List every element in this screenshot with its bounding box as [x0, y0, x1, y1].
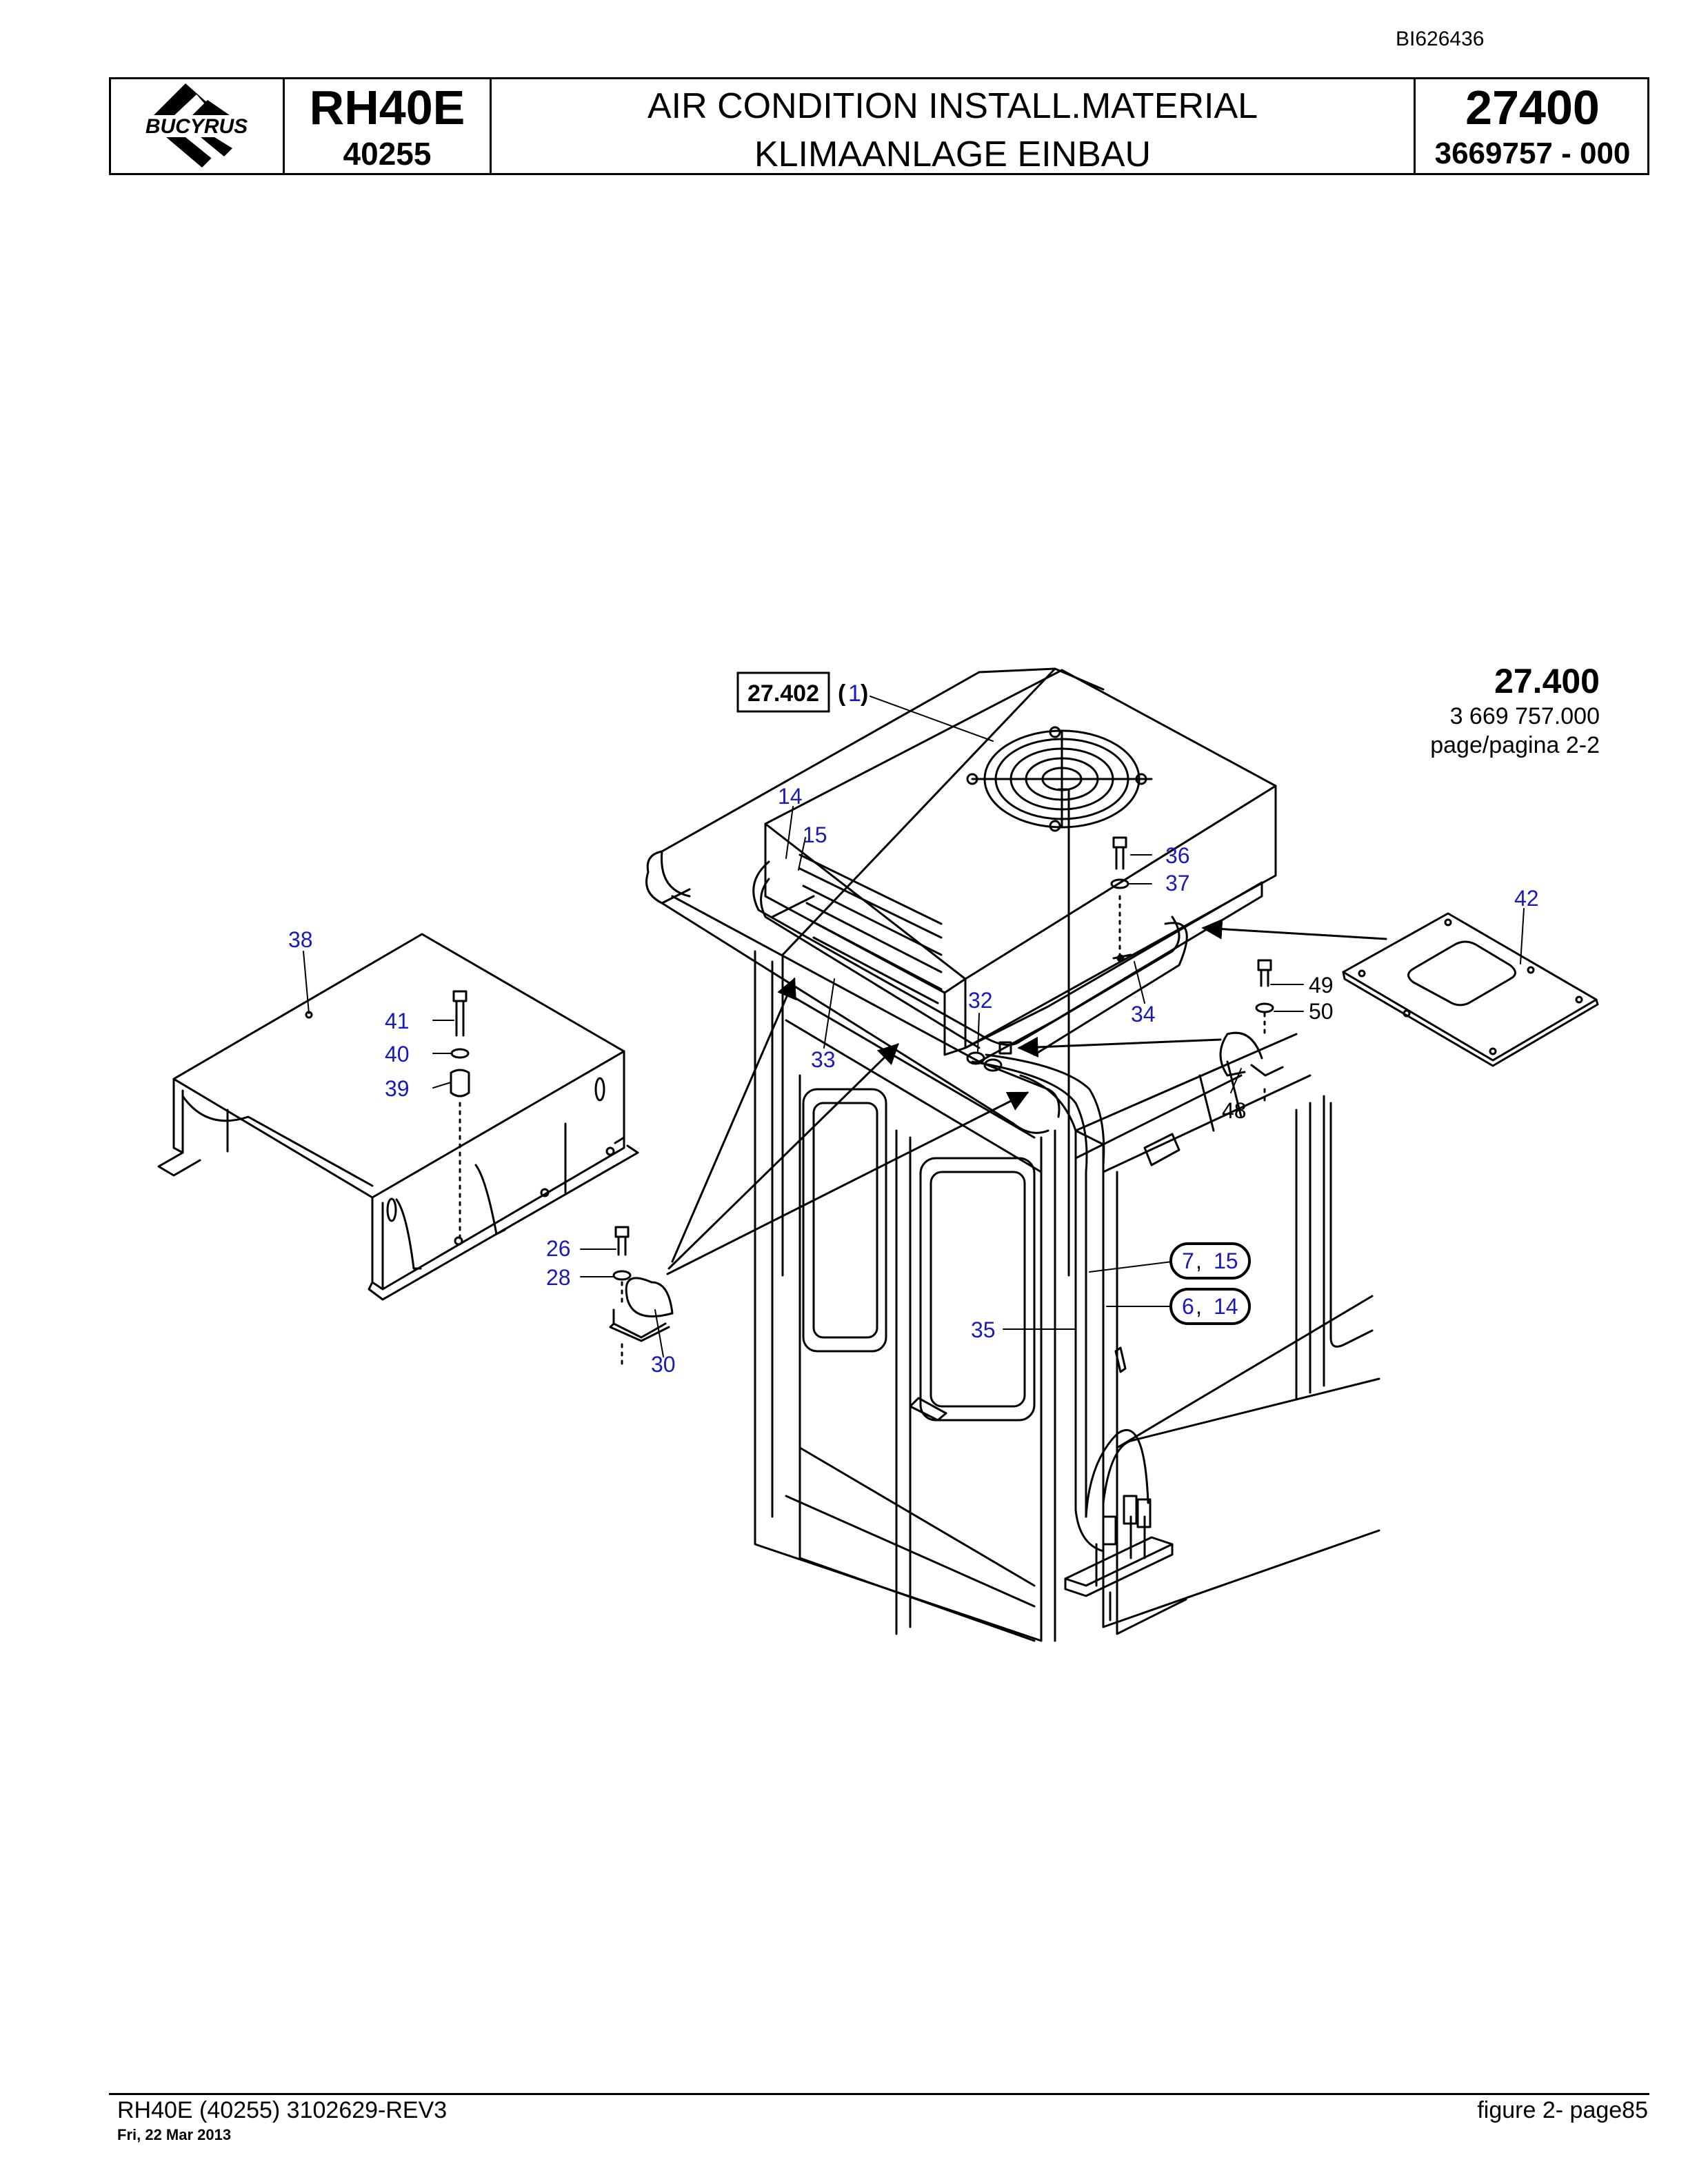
air-conditioner-unit — [764, 669, 1277, 1063]
callout-33: 33 — [811, 1047, 836, 1072]
callout-14: 14 — [778, 784, 803, 809]
ref-box-item: 1 — [848, 680, 861, 707]
operator-cab — [645, 667, 1380, 1642]
part-number: 3669757 - 000 — [1434, 136, 1631, 170]
svg-text:15: 15 — [1214, 1248, 1238, 1273]
title-cell: AIR CONDITION INSTALL.MATERIAL KLIMAANLA… — [492, 79, 1416, 174]
callout-49: 49 — [1309, 973, 1334, 998]
leader-lines — [303, 696, 1525, 1357]
gasket-plate — [1342, 912, 1599, 1067]
svg-text:7: 7 — [1182, 1248, 1194, 1273]
model-name: RH40E — [309, 81, 465, 134]
callout-30: 30 — [651, 1352, 676, 1377]
subassembly-reference: 27.402 ( 1 ) — [736, 671, 868, 713]
footer-page: figure 2- page85 — [1477, 2097, 1648, 2123]
callout-37: 37 — [1165, 871, 1190, 896]
callout-34: 34 — [1131, 1002, 1156, 1027]
reference-part: 3 669 757.000 — [1449, 703, 1600, 729]
title-block: BUCYRUS RH40E 40255 AIR CONDITION INSTAL… — [109, 77, 1649, 175]
footer-reference: RH40E (40255) 3102629-REV3 — [117, 2097, 448, 2123]
callout-26: 26 — [546, 1236, 571, 1261]
callout-28: 28 — [546, 1265, 571, 1290]
reference-number: 27.400 — [1494, 662, 1600, 700]
callout-50: 50 — [1309, 999, 1334, 1024]
model-cell: RH40E 40255 — [285, 79, 492, 173]
reference-page: page/pagina 2-2 — [1430, 732, 1600, 758]
svg-text:14: 14 — [1214, 1294, 1238, 1319]
document-id: BI626436 — [1396, 28, 1485, 50]
svg-text:,: , — [1196, 1294, 1202, 1319]
assembly-arrows — [666, 918, 1387, 1275]
protective-cover — [157, 933, 639, 1301]
svg-text:,: , — [1196, 1248, 1202, 1273]
callout-35: 35 — [971, 1317, 996, 1342]
callout-42: 42 — [1514, 886, 1539, 911]
logo-text: BUCYRUS — [145, 115, 248, 138]
bucyrus-logo: BUCYRUS — [121, 83, 272, 168]
group-number: 27400 — [1465, 81, 1600, 134]
callout-32: 32 — [968, 988, 993, 1013]
callout-48: 48 — [1222, 1098, 1247, 1123]
part-cell: 27400 3669757 - 000 — [1416, 79, 1649, 173]
title-german: KLIMAANLAGE EINBAU — [754, 134, 1152, 174]
svg-text:(: ( — [838, 680, 846, 707]
callout-15: 15 — [803, 822, 827, 847]
callout-36: 36 — [1165, 843, 1190, 868]
footer-date: Fri, 22 Mar 2013 — [117, 2126, 232, 2143]
svg-text:6: 6 — [1182, 1294, 1194, 1319]
callout-41: 41 — [385, 1009, 410, 1033]
pipe-clamps — [966, 1041, 1012, 1072]
callout-numbers-black: 49 50 48 — [1222, 973, 1334, 1123]
pill-callout-6-14: 6 , 14 — [1169, 1288, 1251, 1325]
figure-reference: 27.400 3 669 757.000 page/pagina 2-2 — [1352, 660, 1600, 760]
pill-callout-7-15: 7 , 15 — [1169, 1242, 1251, 1280]
logo-cell: BUCYRUS — [111, 79, 285, 173]
callout-39: 39 — [385, 1076, 410, 1101]
refrigerant-lines — [752, 860, 1188, 1621]
serial-number: 40255 — [343, 136, 432, 172]
callout-40: 40 — [385, 1042, 410, 1066]
svg-text:): ) — [861, 680, 868, 707]
ref-box-label: 27.402 — [747, 680, 819, 707]
callout-38: 38 — [288, 927, 313, 952]
callout-numbers: 14 15 36 37 42 38 41 40 39 32 33 34 26 2… — [288, 784, 1539, 1377]
footer-rule — [109, 2093, 1649, 2095]
title-english: AIR CONDITION INSTALL.MATERIAL — [647, 86, 1258, 126]
fasteners — [450, 836, 1284, 1366]
